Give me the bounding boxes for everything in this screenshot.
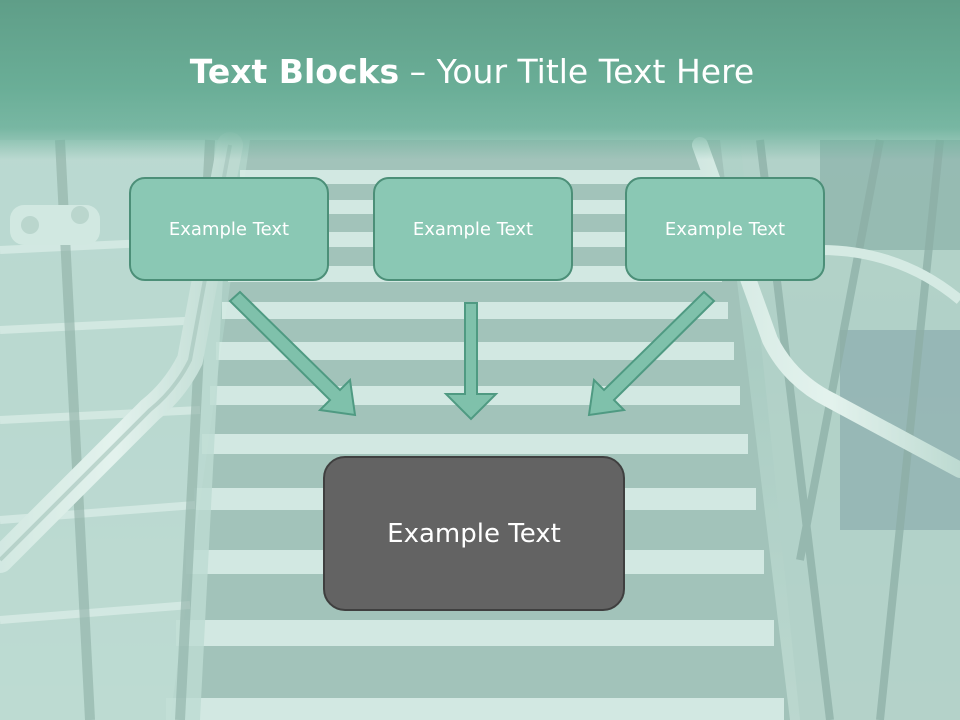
arrow-left	[228, 290, 357, 417]
target-block[interactable]: Example Text	[323, 456, 625, 611]
title-bold: Text Blocks	[189, 52, 400, 91]
arrow-center	[443, 302, 499, 421]
text-block-2-label: Example Text	[412, 218, 534, 240]
text-block-2[interactable]: Example Text	[373, 177, 573, 281]
title-band	[0, 0, 960, 160]
arrow-right	[587, 290, 716, 417]
text-block-1[interactable]: Example Text	[129, 177, 329, 281]
target-block-label: Example Text	[387, 518, 561, 549]
title-dash: –	[399, 52, 437, 91]
text-block-3[interactable]: Example Text	[625, 177, 825, 281]
title-rest: Your Title Text Here	[436, 52, 755, 91]
page-title: Text Blocks – Your Title Text Here	[0, 52, 944, 91]
text-block-3-label: Example Text	[664, 218, 786, 240]
text-block-1-label: Example Text	[168, 218, 290, 240]
